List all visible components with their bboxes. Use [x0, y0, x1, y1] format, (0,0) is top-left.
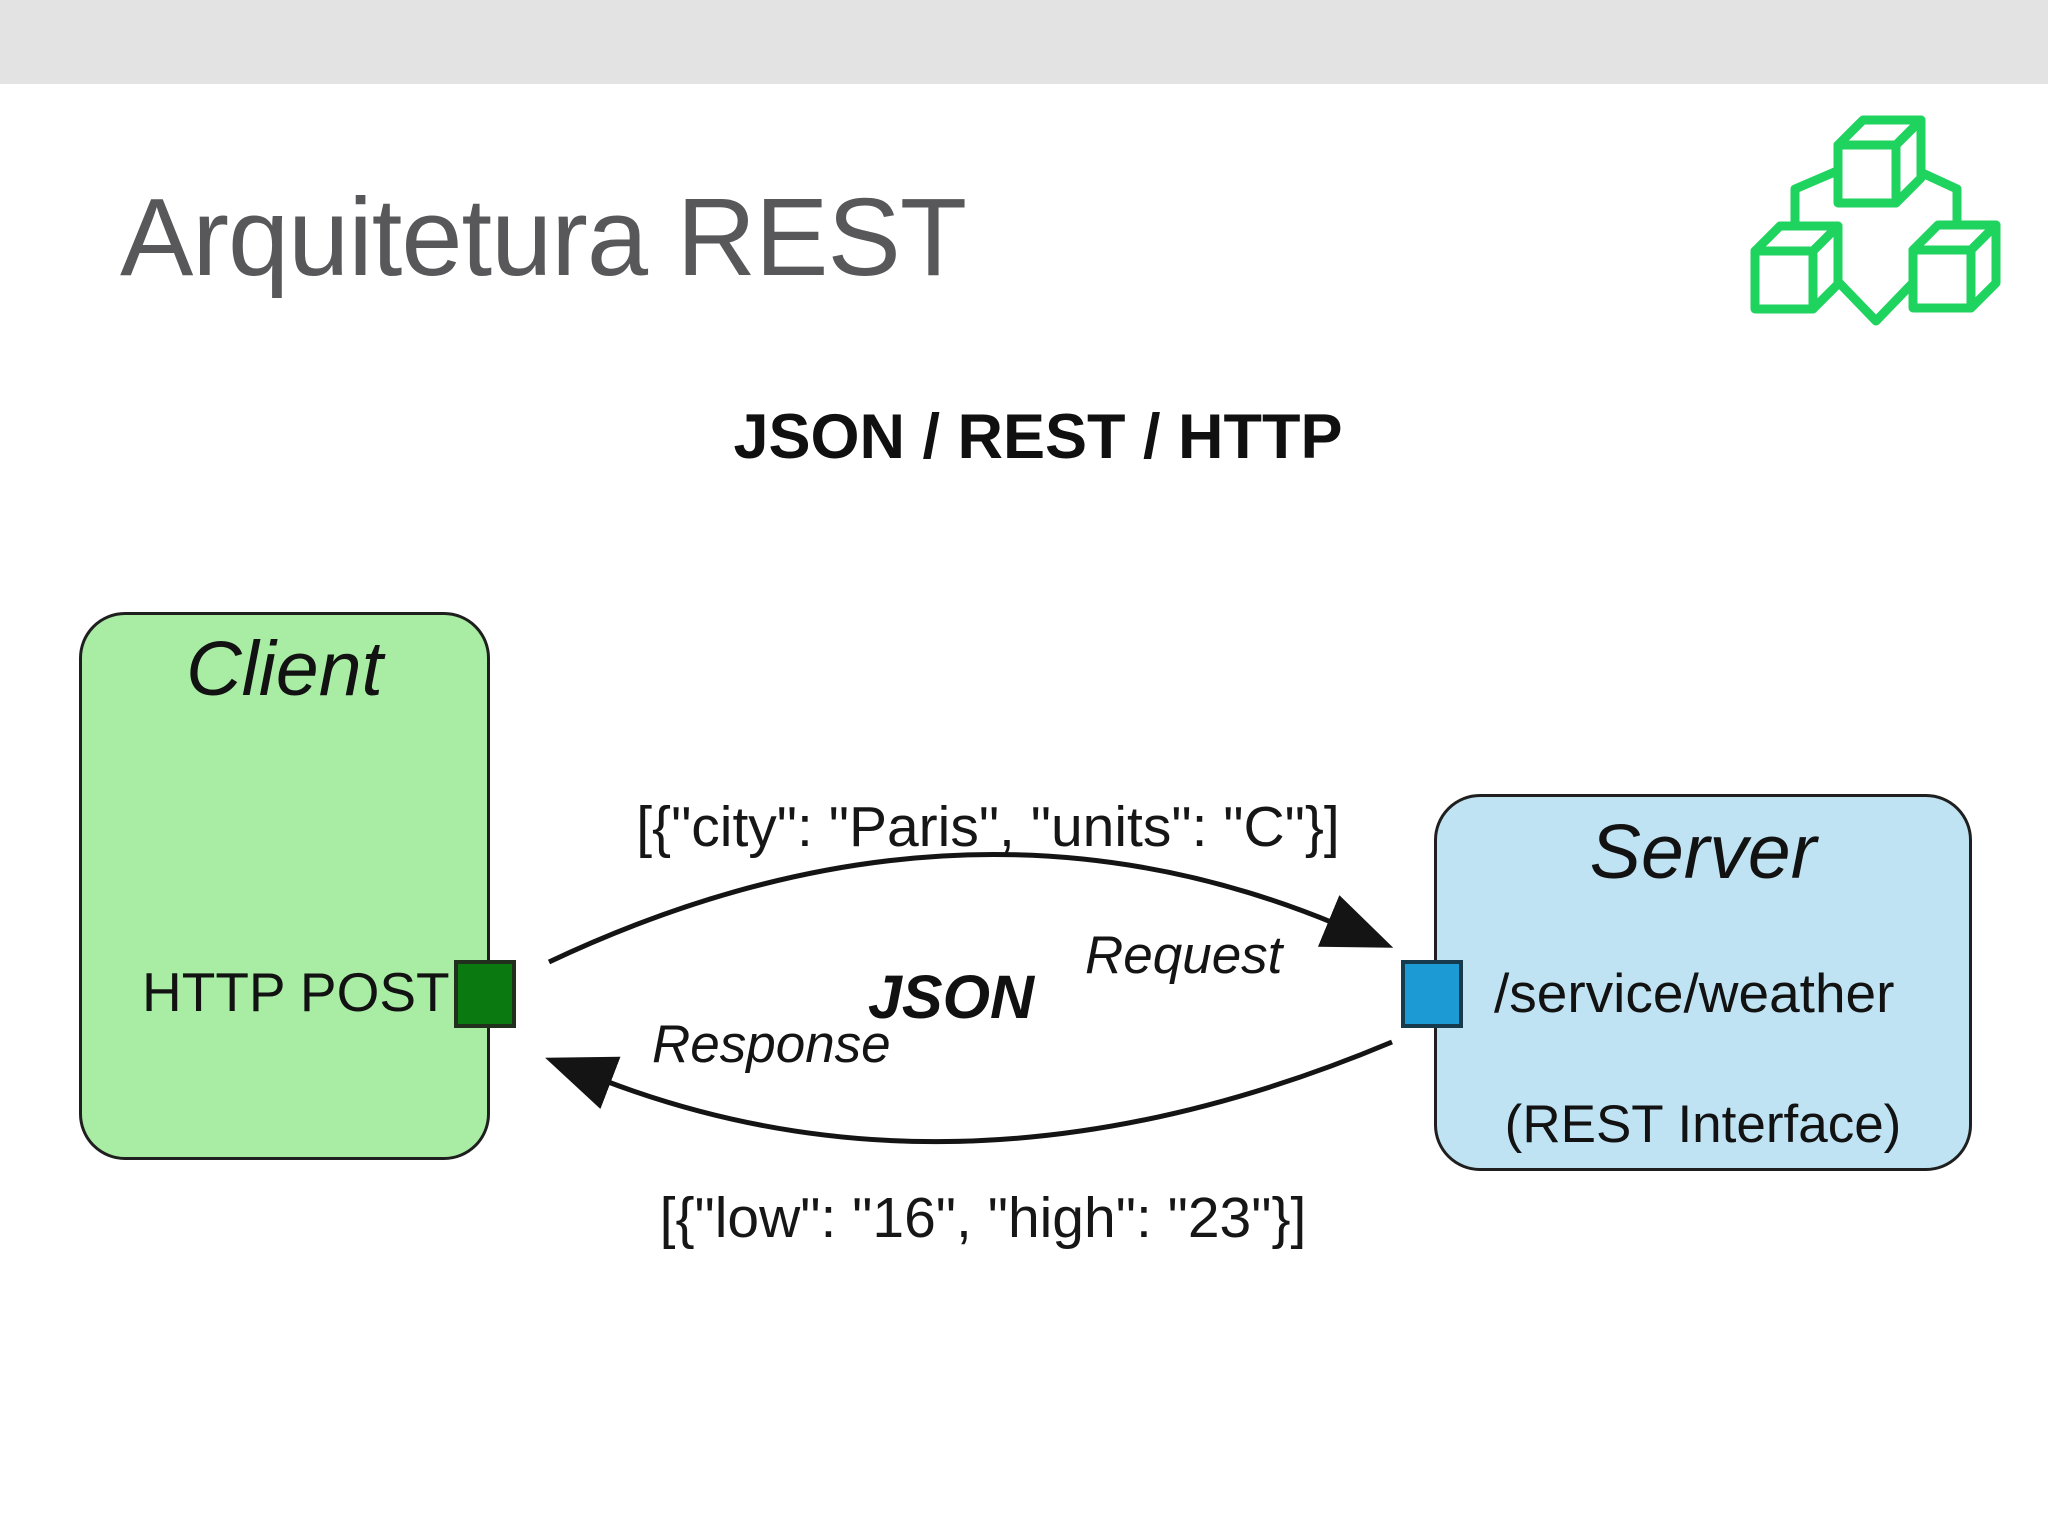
request-label: Request [1085, 926, 1283, 985]
server-port-square [1401, 960, 1463, 1028]
response-payload-text: [{"low": "16", "high": "23"}] [659, 1186, 1307, 1250]
blocks-network-logo-icon [1750, 115, 2001, 326]
request-payload-text: [{"city": "Paris", "units": "C"}] [636, 795, 1340, 859]
client-node [79, 612, 490, 1160]
client-port-square [454, 960, 516, 1028]
response-label: Response [652, 1015, 891, 1074]
server-node-title: Server [1589, 809, 1817, 895]
client-node-title: Client [186, 626, 383, 712]
server-node [1434, 794, 1972, 1171]
page-title: Arquitetura REST [120, 176, 967, 299]
client-method-label: HTTP POST [142, 961, 450, 1023]
server-interface-label: (REST Interface) [1504, 1095, 1902, 1154]
slide-header-band [0, 0, 2048, 84]
json-format-label: JSON [868, 963, 1035, 1031]
server-endpoint-label: /service/weather [1494, 962, 1895, 1024]
diagram-heading: JSON / REST / HTTP [733, 402, 1343, 472]
